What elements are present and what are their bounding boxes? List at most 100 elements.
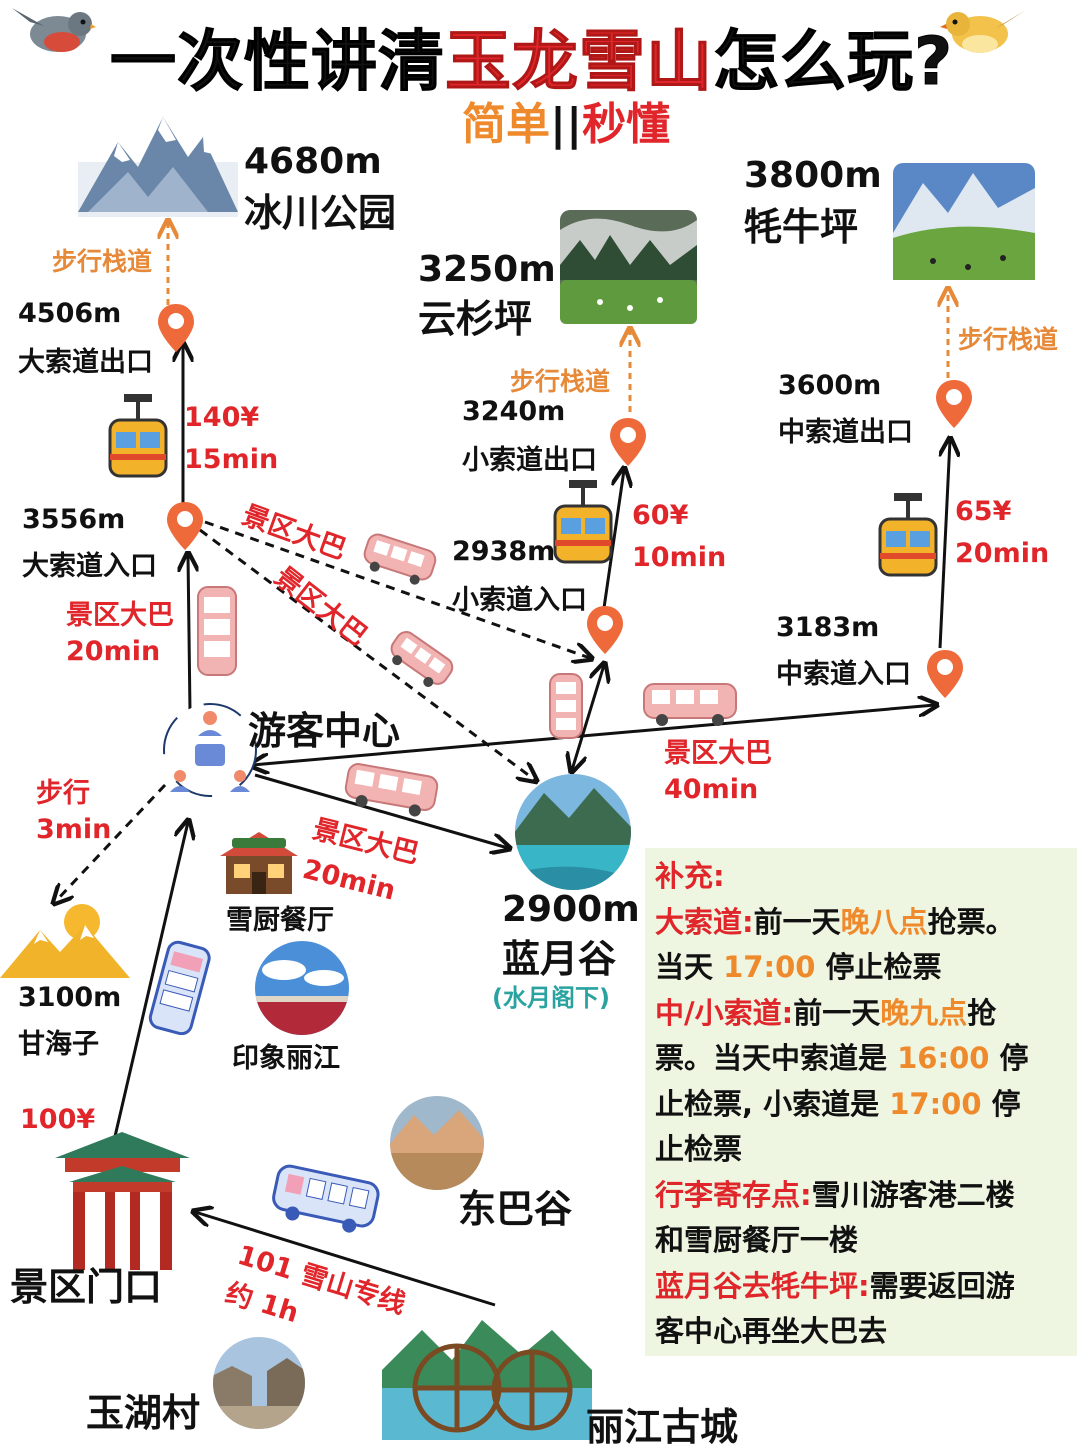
walk-trail-label: 步行栈道: [510, 367, 611, 396]
small-cable-time: 10min: [632, 542, 727, 573]
impression-lijiang-name: 印象丽江: [232, 1043, 340, 1074]
notes-line: 当天 17:00 停止检票: [655, 950, 942, 984]
location-pin-icon: [610, 418, 646, 466]
big-cable-price: 140¥: [184, 402, 260, 433]
blue-bus-icon: [148, 940, 211, 1035]
notes-line: 票。当天中索道是 16:00 停: [655, 1041, 1029, 1075]
restaurant-icon: [220, 832, 298, 894]
mid-cable-entry-alt: 3183m: [776, 612, 880, 643]
line-gate-vc: [108, 822, 188, 1159]
notes-line: 行李寄存点:雪川游客港二楼: [655, 1177, 1015, 1212]
mid-cable-exit-alt: 3600m: [778, 370, 882, 401]
bird-right-icon: [940, 10, 1026, 53]
bus-label-to-big-entry: 景区大巴: [66, 600, 174, 631]
mid-cable-exit-name: 中索道出口: [778, 417, 913, 448]
bus-icon: [363, 533, 437, 585]
yunshanping-photo: [560, 210, 697, 324]
glacier-park-name: 冰川公园: [244, 191, 397, 235]
location-pin-icon: [587, 606, 623, 654]
bus-icon: [390, 631, 454, 687]
line-vc-blue: [254, 773, 508, 848]
maoniuping-alt: 3800m: [744, 155, 882, 196]
glacier-park-alt: 4680m: [244, 141, 382, 182]
small-cable-exit-alt: 3240m: [462, 396, 566, 427]
walk-ganhaizi-time: 3min: [36, 814, 112, 845]
small-cable-entry-name: 小索道入口: [452, 585, 587, 616]
notes-line: 中/小索道:前一天晚九点抢: [655, 995, 997, 1030]
blue-moon-valley-sub: (水月阁下): [492, 984, 610, 1012]
visitor-center-icon: [163, 703, 257, 797]
line-oldtown-gate: [195, 1212, 496, 1307]
visitor-center-name: 游客中心: [248, 709, 401, 753]
line-small-cable: [602, 470, 624, 609]
line-vc-ganhaizi: [55, 783, 167, 902]
bird-left-icon: [12, 8, 96, 52]
big-cable-exit-name: 大索道出口: [18, 347, 153, 378]
ganhaizi-mountain-icon: [0, 904, 130, 978]
snow-kitchen-name: 雪厨餐厅: [226, 905, 334, 936]
ganhaizi-name: 甘海子: [18, 1029, 99, 1060]
gate-price: 100¥: [20, 1104, 96, 1135]
location-pin-icon: [158, 304, 194, 352]
blue-moon-valley-photo: [515, 774, 631, 890]
small-cable-price: 60¥: [632, 500, 689, 531]
notes-heading: 补充:: [655, 859, 725, 893]
line-big-small: [204, 520, 590, 658]
yuhu-village-name: 玉湖村: [86, 1391, 201, 1435]
bus-icon: [549, 673, 583, 739]
bus-icon: [643, 683, 737, 726]
notes-line: 蓝月谷去牦牛坪:需要返回游: [655, 1268, 1015, 1303]
gate-archway-icon: [55, 1132, 190, 1270]
notes-line: 大索道:前一天晚八点抢票。: [655, 904, 1015, 939]
walk-trail-label: 步行栈道: [958, 325, 1059, 354]
mid-cable-entry-name: 中索道入口: [776, 659, 911, 690]
dongba-valley-photo: [390, 1096, 484, 1190]
yunshanping-alt: 3250m: [418, 249, 556, 290]
big-cable-time: 15min: [184, 444, 279, 475]
supplement-notes: 补充: 大索道:前一天晚八点抢票。 当天 17:00 停止检票 中/小索道:前一…: [645, 848, 1077, 1356]
walk-trail-label: 步行栈道: [52, 247, 153, 276]
location-pin-icon: [936, 380, 972, 428]
yunshanping-name: 云杉坪: [418, 297, 533, 341]
notes-line: 客中心再坐大巴去: [655, 1314, 888, 1348]
mid-cable-car-icon: [878, 493, 938, 577]
yuhu-village-photo: [213, 1337, 305, 1429]
blue-moon-valley-name: 蓝月谷: [502, 937, 617, 981]
big-cable-entry-alt: 3556m: [22, 504, 126, 535]
blue-bus-icon: [272, 1164, 380, 1233]
line-mid-cable: [938, 440, 950, 649]
bus-icon: [344, 763, 439, 817]
bus-icon: [197, 586, 237, 676]
big-cable-exit-alt: 4506m: [18, 298, 122, 329]
blue-moon-valley-alt: 2900m: [502, 889, 640, 930]
lijiang-old-town-name: 丽江古城: [586, 1405, 739, 1449]
line-big-blue: [199, 528, 535, 780]
maoniuping-name: 牦牛坪: [744, 205, 859, 249]
small-cable-car-icon: [553, 480, 613, 564]
location-pin-icon: [167, 502, 203, 550]
big-cable-entry-name: 大索道入口: [22, 551, 157, 582]
notes-line: 止检票, 小索道是 17:00 停: [655, 1086, 1021, 1121]
bus-time-to-mid-entry: 40min: [664, 774, 759, 805]
line-vc-big: [188, 555, 190, 713]
bus-time-to-big-entry: 20min: [66, 636, 161, 667]
walk-ganhaizi-label: 步行: [36, 778, 90, 809]
page-title: 一次性讲清玉龙雪山怎么玩?: [110, 23, 954, 101]
ganhaizi-alt: 3100m: [18, 982, 122, 1013]
big-cable-car-icon: [108, 394, 168, 478]
old-town-waterwheel-icon: [382, 1320, 592, 1440]
page-subtitle: 简单||秒懂: [462, 99, 671, 150]
glacier-mountain-icon: [78, 117, 238, 217]
location-pin-icon: [927, 650, 963, 698]
gate-name: 景区门口: [10, 1265, 163, 1309]
mid-cable-price: 65¥: [955, 496, 1012, 527]
notes-line: 和雪厨餐厅一楼: [655, 1223, 859, 1257]
maoniuping-photo: [893, 163, 1035, 280]
line-vc-mid: [252, 705, 935, 765]
notes-line: 止检票: [655, 1132, 743, 1166]
dongba-valley-name: 东巴谷: [458, 1187, 573, 1231]
small-cable-exit-name: 小索道出口: [462, 445, 597, 476]
small-cable-entry-alt: 2938m: [452, 536, 556, 567]
mid-cable-time: 20min: [955, 538, 1050, 569]
